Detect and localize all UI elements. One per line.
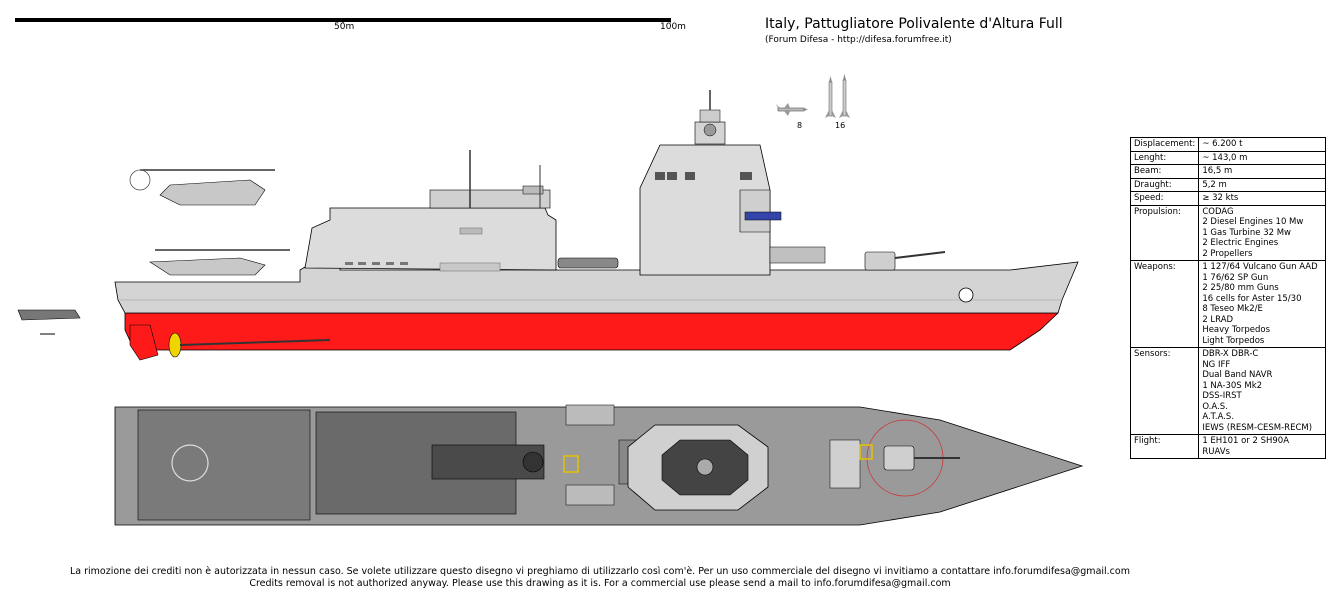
hangar-block — [304, 207, 557, 271]
spec-key: Draught: — [1129, 177, 1200, 192]
hull-side — [114, 257, 1079, 314]
spec-value-line: Light Torpedos — [1202, 335, 1265, 346]
spec-key: Speed: — [1129, 191, 1200, 206]
spec-value-line: 8 Teseo Mk2/E — [1202, 304, 1263, 314]
hangar-windows — [345, 227, 501, 272]
rhib-top-1 — [565, 404, 615, 426]
spec-value: ~ 143,0 m — [1198, 150, 1326, 165]
spec-key: Lenght: — [1129, 150, 1200, 165]
spec-row: Beam:16,5 m — [1129, 164, 1326, 179]
spec-value-line: Dual Band NAVR — [1202, 370, 1273, 380]
flight-deck — [137, 409, 311, 521]
spec-value-line: ≥ 32 kts — [1202, 193, 1239, 203]
funnel-top — [522, 185, 544, 195]
rhib-boat-left — [17, 309, 81, 335]
sh90-helicopter-deck — [149, 249, 290, 276]
spec-value: 16,5 m — [1198, 164, 1326, 179]
spec-value-line: A.T.A.S. — [1202, 412, 1235, 422]
spec-value-line: 16 cells for Aster 15/30 — [1202, 293, 1302, 304]
rhib-boat-side — [557, 257, 619, 269]
spec-row: Draught:5,2 m — [1129, 177, 1326, 192]
spec-value-line: DSS-IRST — [1202, 391, 1242, 401]
spec-value-line: 1 EH101 or 2 SH90A — [1202, 436, 1290, 446]
credits-english: Credits removal is not authorized anyway… — [249, 578, 951, 589]
aster-count: 16 — [835, 121, 846, 130]
shaft — [179, 339, 331, 346]
drawing-title: Italy, Pattugliatore Polivalente d'Altur… — [765, 16, 1063, 32]
spec-value-line: IEWS (RESM-CESM-RECM) — [1202, 422, 1313, 433]
spec-value-line: 2 LRAD — [1202, 314, 1234, 325]
eh101-helicopter-upper — [129, 169, 275, 206]
spec-value: ≥ 32 kts — [1198, 191, 1326, 206]
rudder — [129, 324, 159, 361]
radar-panels — [744, 211, 782, 221]
spec-value-line: 1 127/64 Vulcano Gun AAD — [1202, 262, 1318, 272]
scale-label-50m: 50m — [334, 22, 355, 32]
spec-key: Sensors: — [1129, 347, 1200, 435]
credits-italian: La rimozione dei crediti non è autorizza… — [70, 566, 1130, 577]
spec-value-line: 5,2 m — [1202, 179, 1227, 190]
spec-value-line: 2 Propellers — [1202, 248, 1253, 259]
main-gun-top — [883, 445, 915, 471]
spec-value-line: NG IFF — [1202, 359, 1231, 370]
side-profile — [114, 90, 1079, 361]
spec-value-line: 1 76/62 SP Gun — [1202, 272, 1269, 283]
spec-value-line: 2 Diesel Engines 10 Mw — [1202, 217, 1304, 227]
weapons-legend — [776, 74, 850, 118]
antifouling-hull — [124, 312, 1060, 351]
spec-row: Speed:≥ 32 kts — [1129, 191, 1326, 206]
scale-bar — [15, 18, 671, 23]
spec-value-line: CODAG — [1202, 206, 1234, 217]
propeller — [168, 332, 182, 358]
spec-value-line: ~ 143,0 m — [1202, 152, 1248, 163]
plan-view — [114, 404, 1084, 526]
spec-value-line: DBR-X DBR-C — [1202, 349, 1259, 359]
spec-key: Weapons: — [1129, 260, 1200, 348]
spec-key: Displacement: — [1129, 137, 1200, 152]
spec-key: Propulsion: — [1129, 204, 1200, 261]
spec-row: Displacement:~ 6.200 t — [1129, 137, 1326, 152]
teseo-count: 8 — [797, 121, 803, 130]
drawing-subtitle: (Forum Difesa - http://difesa.forumfree.… — [765, 35, 952, 45]
spec-value-line: 1 NA-30S Mk2 — [1202, 380, 1263, 391]
spec-value: ~ 6.200 t — [1198, 137, 1326, 152]
ship-drawing — [17, 90, 1084, 526]
spec-value-line: 2 25/80 mm Guns — [1202, 283, 1279, 293]
aster-missile-icon — [825, 74, 850, 118]
spec-key: Flight: — [1129, 434, 1200, 459]
spec-value-line: Heavy Torpedos — [1202, 325, 1270, 335]
helipad-marking — [171, 444, 209, 482]
spec-value-line: RUAVs — [1202, 446, 1230, 457]
spec-value-line: O.A.S. — [1202, 401, 1228, 412]
spec-value-line: 16,5 m — [1202, 166, 1233, 176]
main-gun-turret — [864, 251, 896, 271]
aft-mast-base — [429, 189, 551, 209]
vls-cells — [829, 439, 861, 489]
rhib-top-2 — [565, 484, 615, 506]
teseo-missile-icon — [776, 103, 808, 116]
spec-value-line: 1 Gas Turbine 32 Mw — [1202, 227, 1292, 238]
spec-value: 5,2 m — [1198, 177, 1326, 192]
scale-label-100m: 100m — [660, 22, 686, 32]
spec-value-line: ~ 6.200 t — [1202, 139, 1243, 149]
spec-row: Lenght:~ 143,0 m — [1129, 150, 1326, 165]
spec-key: Beam: — [1129, 164, 1200, 179]
spec-value-line: 2 Electric Engines — [1202, 238, 1279, 248]
missile-launchers — [769, 246, 826, 264]
